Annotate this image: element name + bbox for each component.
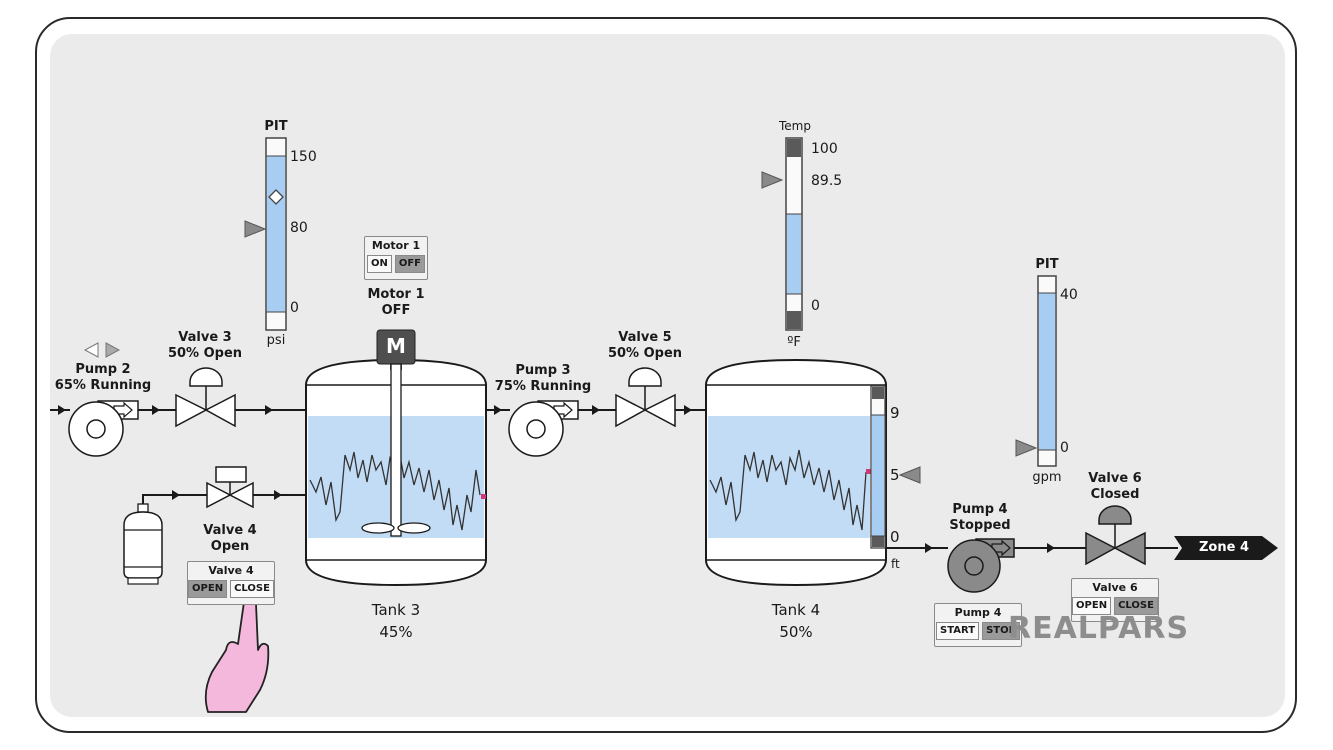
valve3-icon[interactable]: [175, 367, 236, 428]
valve3-status: 50% Open: [167, 346, 243, 361]
temp-setpoint-tick: 89.5: [811, 173, 843, 189]
valve4-control-panel: Valve 4 OPEN CLOSE: [187, 561, 275, 605]
valve4-icon[interactable]: [206, 466, 254, 509]
motor1-on-button[interactable]: ON: [366, 255, 392, 273]
tank4-name: Tank 4: [771, 601, 821, 619]
valve5-icon[interactable]: [615, 367, 676, 428]
pit2-title: PIT: [1035, 257, 1059, 272]
tank3-level: 45%: [379, 623, 413, 641]
motor1-panel-title: Motor 1: [371, 239, 421, 252]
motor1-name: Motor 1: [367, 287, 425, 302]
motor1-control-panel: Motor 1 ON OFF: [364, 236, 428, 280]
valve6-close-button[interactable]: CLOSE: [1114, 597, 1158, 615]
pit1-gauge: [244, 137, 287, 331]
tank4-level: 50%: [779, 623, 813, 641]
motor1-symbol: M: [386, 334, 406, 358]
pit1-unit: psi: [266, 333, 286, 348]
pump4-panel-title: Pump 4: [954, 606, 1002, 619]
valve6-control-panel: Valve 6 OPEN CLOSE: [1071, 578, 1159, 622]
gas-cylinder-icon: [123, 503, 163, 585]
pump3-icon[interactable]: [508, 400, 579, 457]
tank4-level-gauge: [870, 385, 921, 549]
realpars-logo: REALPARS: [1008, 611, 1190, 646]
valve4-open-button[interactable]: OPEN: [188, 580, 228, 598]
motor1-off-button[interactable]: OFF: [394, 255, 426, 273]
valve6-open-button[interactable]: OPEN: [1072, 597, 1112, 615]
tank4-scale-max: 9: [890, 404, 900, 422]
valve6-panel-title: Valve 6: [1092, 581, 1138, 594]
temp-min-tick: 0: [811, 298, 820, 314]
valve3-name: Valve 3: [178, 330, 232, 345]
pit1-min-tick: 0: [290, 300, 299, 316]
valve5-name: Valve 5: [618, 330, 672, 345]
pump4-stop-button[interactable]: STOP: [982, 622, 1020, 640]
pump4-status: Stopped: [949, 518, 1011, 533]
tank3-label: Tank 3 45%: [372, 599, 420, 643]
tank4-unit: ft: [891, 557, 900, 571]
temp-title: Temp: [779, 119, 811, 133]
pump3-status: 75% Running: [494, 379, 592, 394]
flow-arrows: [58, 405, 1055, 553]
valve6-icon[interactable]: [1085, 505, 1146, 566]
pump4-name: Pump 4: [952, 502, 1008, 517]
pit2-min-tick: 0: [1060, 440, 1069, 456]
valve6-name: Valve 6: [1088, 471, 1142, 486]
pit1-max-tick: 150: [290, 149, 317, 165]
valve6-status: Closed: [1090, 487, 1140, 502]
zone4-label[interactable]: Zone 4: [1198, 540, 1249, 555]
valve4-panel-title: Valve 4: [208, 564, 254, 577]
zone4-arrow-icon[interactable]: [1174, 536, 1278, 560]
pump4-control-panel: Pump 4 START STOP: [934, 603, 1022, 647]
valve4-status: Open: [210, 539, 250, 554]
tank4-label: Tank 4 50%: [772, 599, 820, 643]
temp-max-tick: 100: [811, 141, 838, 157]
pump4-icon[interactable]: [947, 538, 1015, 593]
pit2-gauge: [1015, 275, 1057, 467]
agitator-icon: [361, 363, 431, 537]
pit2-max-tick: 40: [1060, 287, 1078, 303]
pump3-name: Pump 3: [515, 363, 571, 378]
pit1-setpoint-tick: 80: [290, 220, 308, 236]
temp-gauge: [761, 137, 803, 331]
tank4-scale-mid: 5: [890, 466, 900, 484]
tank4-scale-min: 0: [890, 528, 900, 546]
valve4-name: Valve 4: [203, 523, 257, 538]
speed-arrows-icon[interactable]: [83, 342, 121, 358]
tank4-vessel: [705, 358, 887, 587]
motor1-status: OFF: [381, 303, 411, 318]
pump2-icon[interactable]: [68, 400, 139, 457]
pump4-start-button[interactable]: START: [936, 622, 980, 640]
tank3-name: Tank 3: [371, 601, 421, 619]
pump2-status: 65% Running: [54, 378, 152, 393]
valve5-status: 50% Open: [607, 346, 683, 361]
pit2-unit: gpm: [1032, 470, 1062, 485]
valve4-close-button[interactable]: CLOSE: [230, 580, 274, 598]
pump2-name: Pump 2: [75, 362, 131, 377]
temp-unit: ºF: [787, 335, 801, 350]
pit1-title: PIT: [264, 119, 288, 134]
